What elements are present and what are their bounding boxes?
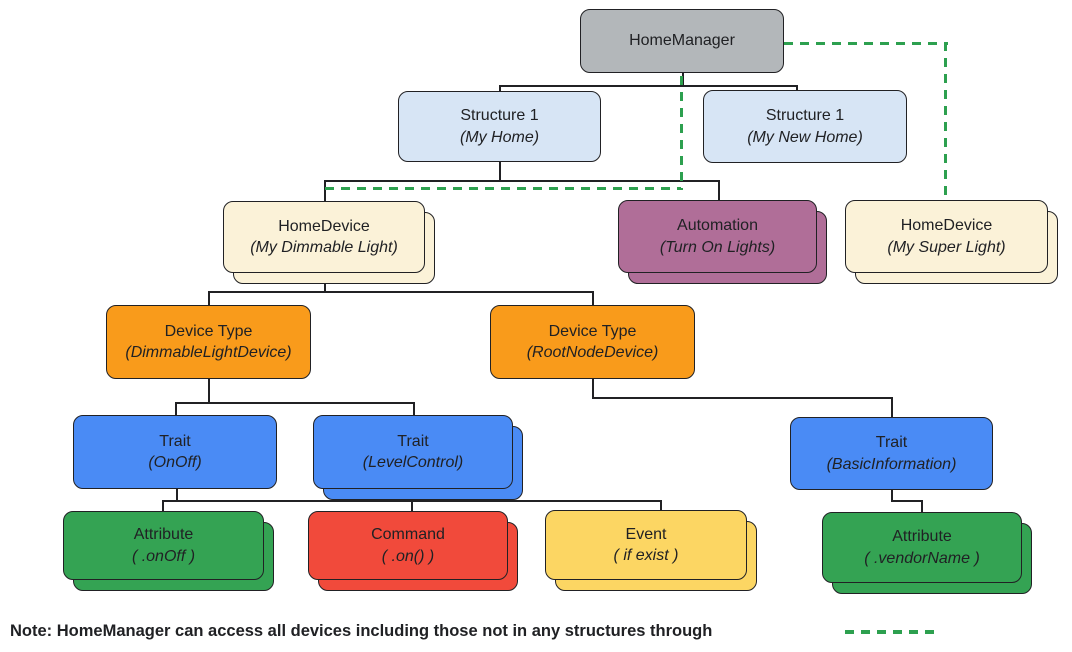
node-label: Automation <box>677 217 758 234</box>
node-face: Trait (BasicInformation) <box>790 417 993 490</box>
connector-traits-left-rail <box>175 402 415 404</box>
node-face: Automation (Turn On Lights) <box>618 200 817 273</box>
node-label: Event <box>625 525 667 543</box>
node-label: Device Type <box>548 322 637 340</box>
node-face: Structure 1 (My New Home) <box>703 90 907 163</box>
node-trait-basicinformation: Trait (BasicInformation) <box>790 417 993 490</box>
node-label: Structure 1 <box>460 107 539 124</box>
node-homemanager: HomeManager <box>580 9 784 73</box>
node-face: Event ( if exist ) <box>545 510 747 580</box>
node-label: HomeDevice <box>900 217 993 234</box>
node-trait-onoff: Trait (OnOff) <box>73 415 277 489</box>
connector-drop-command-on <box>411 500 413 512</box>
node-attribute-onoff: Attribute ( .onOff ) <box>63 511 274 591</box>
node-label: Attribute <box>892 528 952 545</box>
node-label: Trait <box>875 434 908 451</box>
connector-drop-trait-onoff <box>175 402 177 416</box>
node-label: Trait <box>159 432 191 450</box>
node-devicetype-dimmablelight: Device Type (DimmableLightDevice) <box>106 305 311 379</box>
connector-drop-attribute-vendorname <box>921 500 923 514</box>
connector-drop-automation <box>718 180 720 201</box>
connector-structures-rail <box>499 85 797 87</box>
connector-devicetype-rootnode-feed <box>592 379 594 398</box>
node-face: Attribute ( .onOff ) <box>63 511 264 580</box>
connector-trait-onoff-feed <box>176 489 178 501</box>
node-sublabel: ( .on() ) <box>381 547 435 565</box>
connector-basicinfo-elbow <box>891 500 923 502</box>
connector-myhome-feed <box>499 162 501 181</box>
node-face: HomeManager <box>580 9 784 73</box>
node-sublabel: (RootNodeDevice) <box>526 344 659 361</box>
node-attribute-vendorname: Attribute ( .vendorName ) <box>822 512 1032 594</box>
node-face: Structure 1 (My Home) <box>398 91 601 162</box>
connector-trait-basicinfo-feed <box>891 490 893 501</box>
node-homedevice-my-dimmable-light: HomeDevice (My Dimmable Light) <box>223 201 435 284</box>
node-face: Trait (LevelControl) <box>313 415 513 489</box>
connector-myhome-rail <box>324 180 720 182</box>
node-label: HomeDevice <box>278 217 370 235</box>
node-face: HomeDevice (My Super Light) <box>845 200 1048 273</box>
node-label: Structure 1 <box>765 107 845 124</box>
node-face: HomeDevice (My Dimmable Light) <box>223 201 425 273</box>
connector-devicetypes-rail <box>208 291 594 293</box>
node-homedevice-my-super-light: HomeDevice (My Super Light) <box>845 200 1058 284</box>
connector-devicetype-dimmable-feed <box>208 379 210 403</box>
node-structure-my-new-home: Structure 1 (My New Home) <box>703 90 907 163</box>
dashed-line-legend-icon <box>845 630 938 634</box>
dashed-connector-to-super-light <box>944 42 947 199</box>
node-face: Device Type (DimmableLightDevice) <box>106 305 311 379</box>
connector-drop-trait-basicinfo <box>891 397 893 418</box>
node-sublabel: ( if exist ) <box>613 547 679 564</box>
node-command-on: Command ( .on() ) <box>308 511 518 591</box>
node-sublabel: ( .vendorName ) <box>864 549 980 567</box>
node-face: Command ( .on() ) <box>308 511 508 580</box>
node-face: Attribute ( .vendorName ) <box>822 512 1022 583</box>
connector-drop-structure2 <box>796 85 798 92</box>
connector-traits-right-rail <box>592 397 893 399</box>
node-structure-my-home: Structure 1 (My Home) <box>398 91 601 162</box>
node-sublabel: (LevelControl) <box>362 454 464 471</box>
note-text: Note: HomeManager can access all devices… <box>10 622 713 640</box>
node-sublabel: (My Dimmable Light) <box>250 239 398 256</box>
node-face: Trait (OnOff) <box>73 415 277 489</box>
node-label: Trait <box>397 432 429 450</box>
node-label: Attribute <box>133 526 194 543</box>
connector-drop-devicetype-rootnode <box>592 291 594 306</box>
node-sublabel: (My Home) <box>459 128 540 146</box>
node-sublabel: (My New Home) <box>747 128 863 146</box>
dashed-connector-to-dimmable-light <box>325 187 681 190</box>
dashed-connector-homemanager-right <box>784 42 948 45</box>
node-sublabel: ( .onOff ) <box>131 547 196 565</box>
node-event-if-exist: Event ( if exist ) <box>545 510 757 591</box>
dashed-connector-homemanager-down <box>680 76 683 190</box>
node-sublabel: (BasicInformation) <box>826 455 957 473</box>
connector-drop-event <box>660 500 662 511</box>
node-devicetype-rootnode: Device Type (RootNodeDevice) <box>490 305 695 379</box>
connector-drop-structure1 <box>499 85 501 93</box>
node-label: HomeManager <box>629 32 735 50</box>
node-sublabel: (My Super Light) <box>887 238 1006 256</box>
connector-drop-trait-levelcontrol <box>413 402 415 416</box>
node-sublabel: (Turn On Lights) <box>659 238 776 256</box>
connector-drop-attribute-onoff <box>162 500 164 512</box>
connector-drop-homedevice-dimmable <box>324 180 326 202</box>
node-label: Command <box>371 526 445 543</box>
node-sublabel: (DimmableLightDevice) <box>125 344 292 361</box>
node-sublabel: (OnOff) <box>148 454 202 471</box>
node-label: Device Type <box>164 322 253 340</box>
connector-drop-devicetype-dimmable <box>208 291 210 306</box>
node-automation-turn-on-lights: Automation (Turn On Lights) <box>618 200 827 284</box>
node-face: Device Type (RootNodeDevice) <box>490 305 695 379</box>
node-trait-levelcontrol: Trait (LevelControl) <box>313 415 523 500</box>
